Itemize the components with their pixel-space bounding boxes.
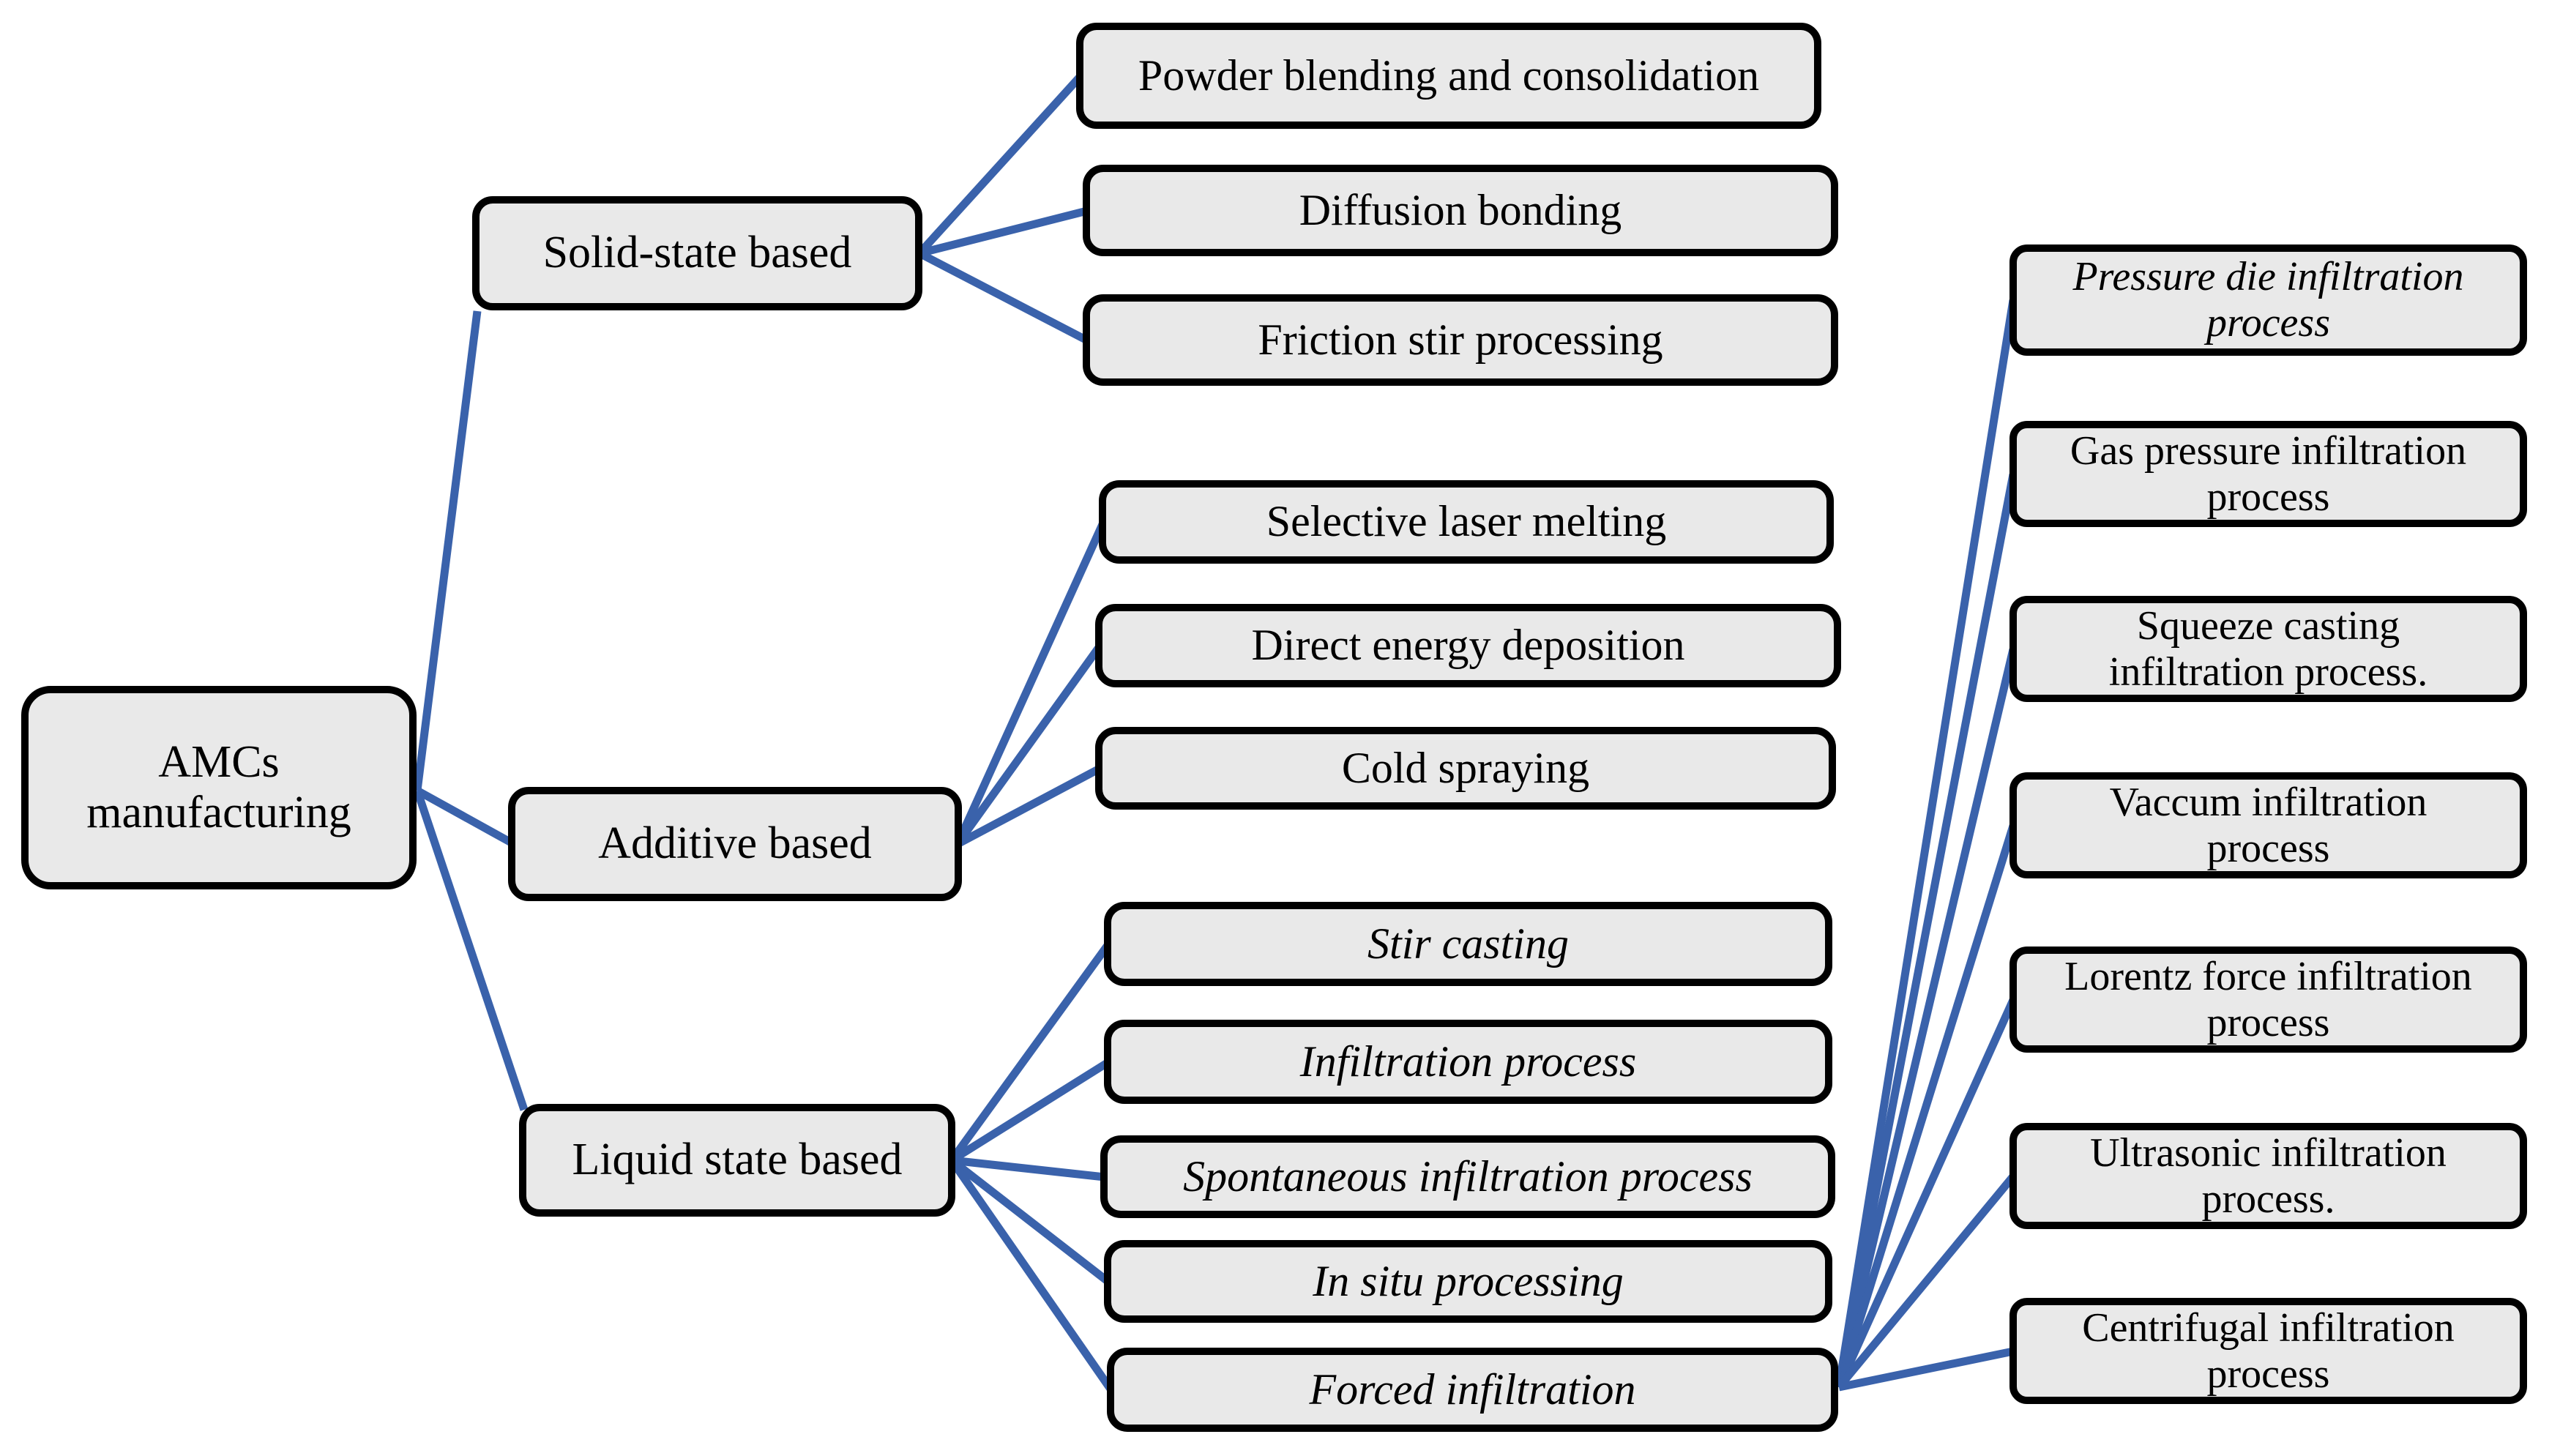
- node-additive-based: Additive based: [508, 787, 962, 901]
- connector-solid-diffusion: [918, 206, 1089, 258]
- connector-forced-vaccum: [1835, 824, 2018, 1389]
- node-spontaneous-infiltration-process: Spontaneous infiltration process: [1100, 1135, 1835, 1218]
- connector-forced-lorentz: [1835, 998, 2018, 1389]
- node-gas-pressure-infiltration-process: Gas pressure infiltration process: [2009, 421, 2527, 527]
- node-lorentz-force-infiltration-process: Lorentz force infiltration process: [2009, 947, 2527, 1053]
- connector-root-additive: [415, 787, 515, 847]
- node-infiltration-process: Infiltration process: [1104, 1020, 1832, 1104]
- connector-additive-ded: [954, 643, 1103, 847]
- connector-liquid-infiltration: [949, 1059, 1111, 1164]
- connector-forced-ultrasonic: [1835, 1173, 2017, 1390]
- node-squeeze-casting-infiltration-process: Squeeze casting infiltration process.: [2009, 596, 2527, 702]
- node-diffusion-bonding: Diffusion bonding: [1083, 165, 1838, 256]
- node-vaccum-infiltration-process: Vaccum infiltration process: [2009, 772, 2527, 878]
- connector-forced-squeeze: [1835, 648, 2018, 1389]
- node-centrifugal-infiltration-process: Centrifugal infiltration process: [2009, 1298, 2527, 1404]
- node-friction-stir-processing: Friction stir processing: [1083, 294, 1838, 386]
- connector-forced-gas-pressure: [1835, 473, 2018, 1389]
- connector-liquid-stir: [948, 941, 1112, 1163]
- node-ultrasonic-infiltration-process: Ultrasonic infiltration process.: [2009, 1123, 2527, 1229]
- node-direct-energy-deposition: Direct energy deposition: [1095, 604, 1841, 687]
- connector-forced-centrifugal: [1837, 1347, 2015, 1392]
- node-solid-state-based: Solid-state based: [472, 196, 922, 310]
- connector-additive-slm: [953, 520, 1108, 846]
- node-amcs-manufacturing: AMCs manufacturing: [21, 686, 417, 889]
- connector-root-solid: [413, 310, 482, 791]
- node-powder-blending-consolidation: Powder blending and consolidation: [1076, 23, 1821, 129]
- connector-solid-powder: [916, 73, 1084, 256]
- connector-forced-pressure-die: [1835, 299, 2018, 1388]
- node-pressure-die-infiltration-process: Pressure die infiltration process: [2009, 244, 2527, 356]
- connector-solid-friction: [917, 250, 1089, 344]
- connector-liquid-insitu: [949, 1157, 1111, 1285]
- node-forced-infiltration: Forced infiltration: [1107, 1348, 1838, 1432]
- connector-liquid-spontaneous: [951, 1156, 1105, 1181]
- node-in-situ-processing: In situ processing: [1104, 1240, 1832, 1323]
- node-stir-casting: Stir casting: [1104, 902, 1832, 986]
- connector-liquid-forced: [948, 1157, 1115, 1393]
- connector-additive-cold: [955, 765, 1102, 848]
- node-cold-spraying: Cold spraying: [1095, 727, 1836, 810]
- node-selective-laser-melting: Selective laser melting: [1099, 480, 1834, 564]
- connector-root-liquid: [413, 789, 529, 1111]
- node-liquid-state-based: Liquid state based: [519, 1104, 955, 1217]
